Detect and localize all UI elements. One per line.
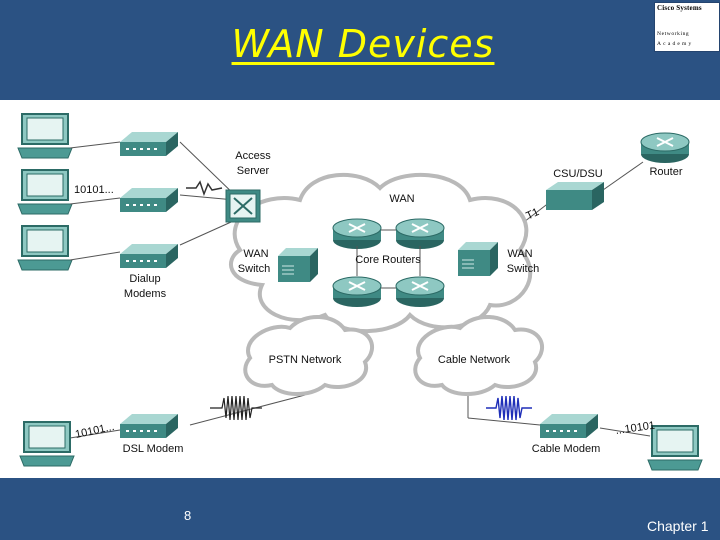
wan-switch-right-label-line-2: Switch [507, 263, 539, 275]
cable-network-label: Cable Network [438, 354, 511, 366]
wan-switch-left-label-line-1: WAN [243, 248, 268, 260]
dialup-modem-icon [120, 244, 178, 268]
core-router-links [356, 229, 421, 289]
cable-modem-icon [540, 414, 598, 438]
cable-bits-label: ...10101 [615, 420, 656, 437]
core-router-icon [395, 218, 445, 250]
dialup-modem-icon [120, 188, 178, 212]
pc-icon [17, 169, 73, 215]
chapter-label: Chapter 1 [647, 518, 709, 534]
csu-dsu-icon [546, 182, 604, 210]
cable-signal-icon [486, 395, 532, 421]
page-number: 8 [184, 508, 192, 523]
bits-label: 10101... [74, 184, 114, 196]
cisco-logo: Cisco Systems Networking Academy [654, 2, 720, 52]
pc-icon [17, 113, 73, 159]
access-server-label-line-1: Access [235, 150, 271, 162]
pstn-label: PSTN Network [269, 354, 342, 366]
router-icon [640, 132, 690, 164]
router-label: Router [649, 166, 682, 178]
dialup-modem-icon [120, 132, 178, 156]
pstn-cloud [243, 314, 375, 396]
dsl-modem-icon [120, 414, 178, 438]
dsl-modem-label: DSL Modem [123, 443, 184, 455]
dialup-label-line-1: Dialup [129, 273, 160, 285]
core-router-icon [332, 276, 382, 308]
t1-label: T1 [524, 206, 541, 222]
wan-diagram: Access Server WAN Core Routers WAN Switc… [17, 113, 703, 471]
cable-cloud [413, 314, 545, 396]
wan-cloud-label: WAN [389, 193, 414, 205]
wan-cloud [229, 172, 533, 334]
wan-switch-right-label-line-1: WAN [507, 248, 532, 260]
cable-modem-label: Cable Modem [532, 443, 600, 455]
analog-signal-icon [186, 180, 223, 197]
logo-line-2: Networking [657, 31, 690, 37]
core-routers-label: Core Routers [355, 254, 421, 266]
digital-signal-icon [210, 395, 262, 421]
logo-line-3: Academy [657, 41, 694, 47]
slide-title: WAN Devices [231, 22, 495, 66]
core-router-icon [395, 276, 445, 308]
access-server-label-line-2: Server [237, 165, 270, 177]
core-router-icon [332, 218, 382, 250]
dsl-bits-label: 10101... [74, 421, 115, 441]
pc-icon [647, 425, 703, 471]
logo-line-1: Cisco Systems [657, 4, 702, 12]
wan-switch-right-icon [457, 241, 499, 277]
pc-icon [17, 225, 73, 271]
wan-switch-left-icon [277, 247, 319, 283]
csu-dsu-label: CSU/DSU [553, 168, 603, 180]
pc-icon [19, 421, 75, 467]
wan-switch-left-label-line-2: Switch [238, 263, 270, 275]
dialup-label-line-2: Modems [124, 288, 167, 300]
access-server-icon [225, 189, 261, 223]
